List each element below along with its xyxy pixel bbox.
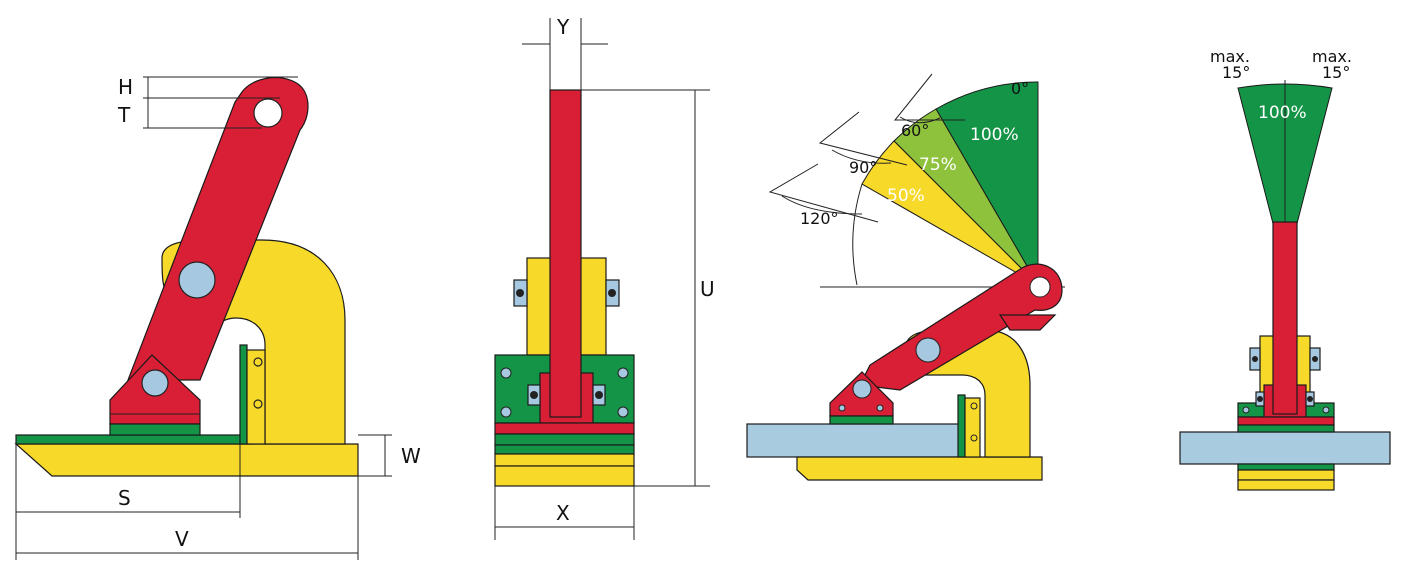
- side-view: H T S V W: [14, 75, 421, 560]
- dim-U-label: U: [700, 277, 715, 301]
- angle-base-plate: [796, 456, 1043, 481]
- tilt-steel-plate: [1179, 431, 1391, 465]
- load-50-label: 50%: [887, 186, 925, 206]
- angle-lever: [859, 263, 1063, 391]
- side-bolt-2: [253, 399, 263, 409]
- sector-50: [861, 140, 1039, 286]
- dim-X-label: X: [556, 501, 570, 525]
- tilt-lever: [1272, 221, 1298, 415]
- tilt-base: [1237, 479, 1335, 491]
- side-jaw-holder: [246, 349, 266, 445]
- dim-W-label: W: [401, 444, 421, 468]
- dim-Y-label: Y: [556, 15, 570, 39]
- angle-view: 0° 60° 90° 120° 100% 75% 50%: [746, 73, 1065, 481]
- angle-lever-eye: [1029, 276, 1051, 298]
- angle-steel-plate: [746, 423, 968, 458]
- angle-0-label: 0°: [1011, 79, 1029, 98]
- side-jaw-plate: [239, 344, 248, 445]
- side-lever-eye: [253, 98, 283, 128]
- angle-90-label: 90°: [849, 158, 877, 177]
- angle-120-label: 120°: [800, 209, 839, 228]
- angle-pivot-pin: [915, 337, 941, 363]
- dim-V-label: V: [175, 527, 189, 551]
- angle-60-label: 60°: [901, 121, 929, 140]
- side-lever-arm: [127, 77, 309, 381]
- side-pivot-pin: [178, 261, 216, 299]
- load-100-label: 100%: [970, 125, 1019, 145]
- side-base-plate: [14, 443, 359, 477]
- side-green-strip: [15, 434, 254, 445]
- tilt-max-right-b: 15°: [1322, 63, 1350, 82]
- tilt-view: max. 15° max. 15° 100%: [1179, 47, 1391, 491]
- front-lever: [549, 89, 582, 418]
- tilt-max-left-b: 15°: [1222, 63, 1250, 82]
- tilt-max-left-a: max.: [1210, 47, 1250, 66]
- dim-S-label: S: [118, 486, 131, 510]
- side-cam-pin: [141, 369, 169, 397]
- front-base: [494, 465, 635, 487]
- side-bolt-1: [253, 357, 263, 367]
- tilt-load-100-label: 100%: [1258, 103, 1307, 123]
- side-cam-green: [109, 423, 201, 436]
- dim-T-label: T: [117, 103, 131, 127]
- sector-100: [935, 81, 1039, 287]
- tilt-max-right-a: max.: [1312, 47, 1352, 66]
- load-75-label: 75%: [919, 155, 957, 175]
- front-view: Y U X: [494, 15, 715, 540]
- dim-H-label: H: [118, 75, 133, 99]
